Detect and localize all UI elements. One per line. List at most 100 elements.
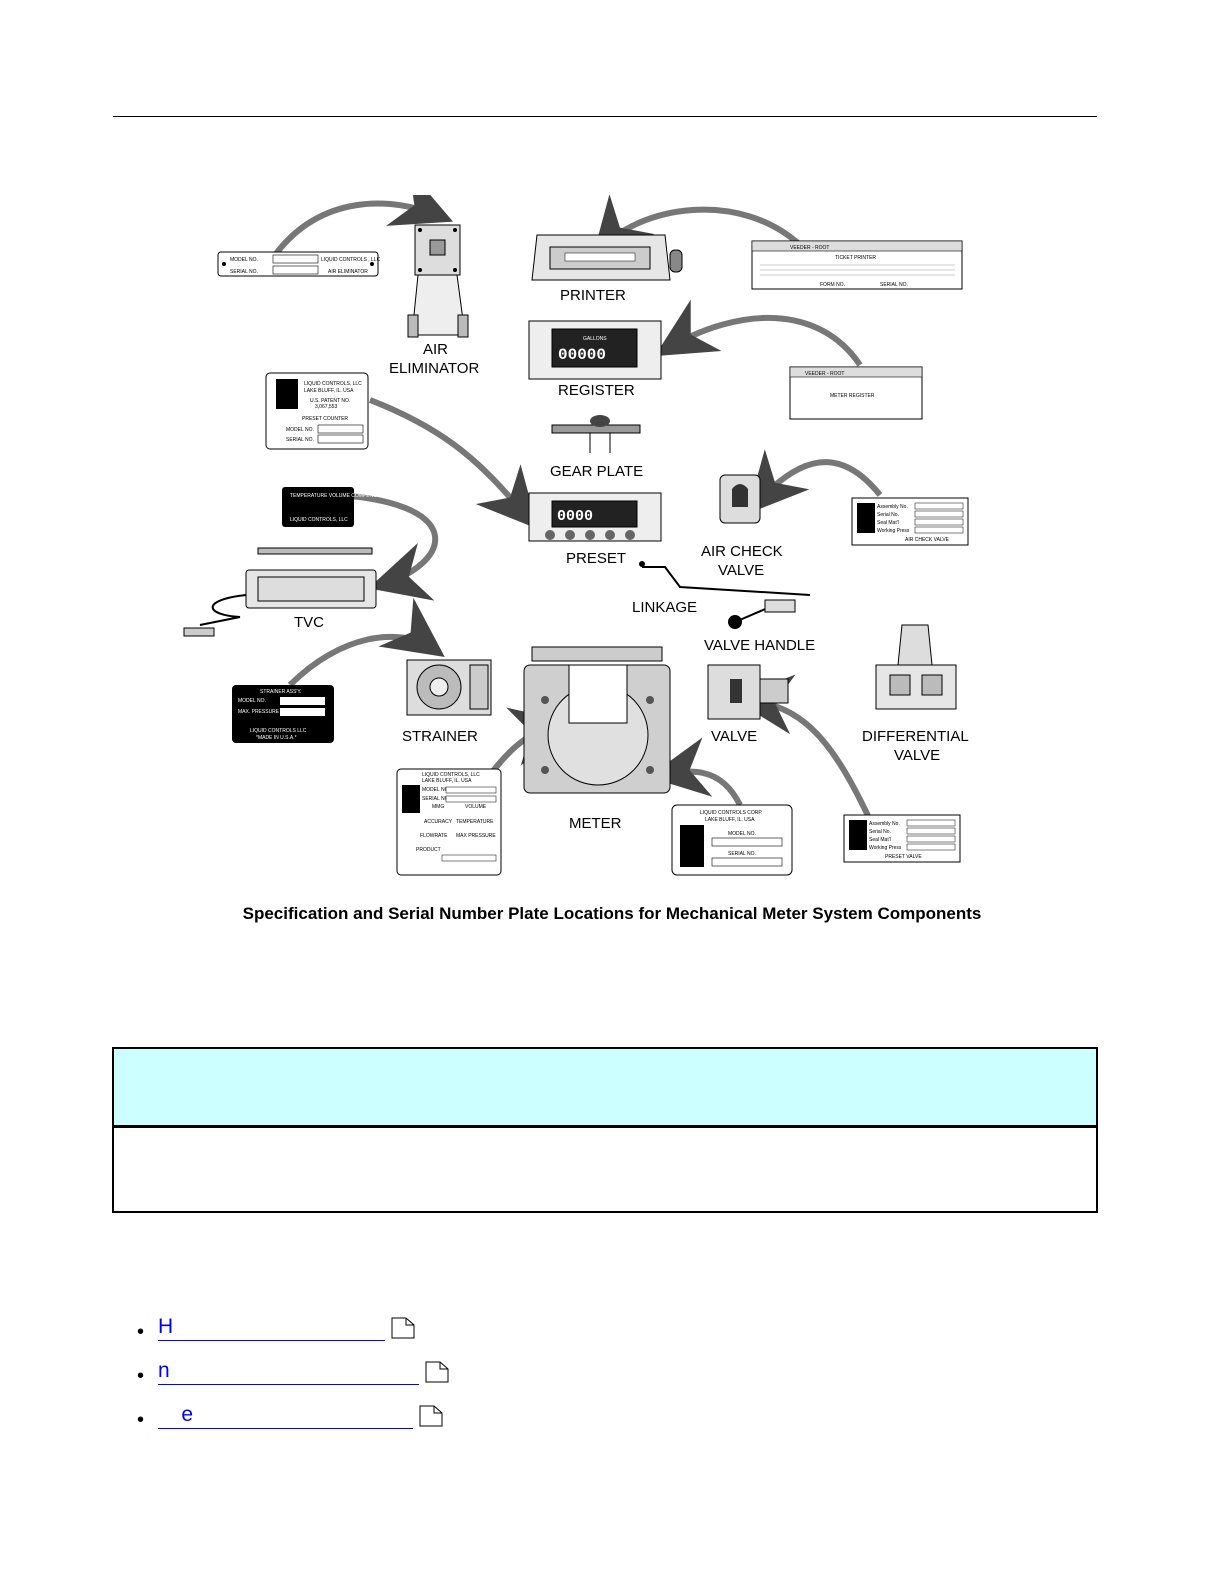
label-differential-valve-1: DIFFERENTIAL	[862, 728, 969, 745]
label-preset: PRESET	[566, 550, 626, 567]
air-eliminator-plate: MODEL NO. SERIAL NO. LIQUID CONTROLS , L…	[218, 252, 381, 276]
svg-text:LAKE BLUFF, IL. USA: LAKE BLUFF, IL. USA	[422, 778, 472, 784]
svg-text:0000: 0000	[557, 508, 593, 525]
label-tvc: TVC	[294, 614, 324, 631]
register-part: GALLONS 00000	[529, 321, 661, 379]
svg-text:Working Press: Working Press	[869, 845, 902, 851]
bullet: •	[137, 1321, 144, 1344]
svg-text:LAKE BLUFF, IL. USA: LAKE BLUFF, IL. USA	[304, 388, 354, 394]
preset-valve-plate: Assembly No. Serial No. Seal Mat'l Worki…	[844, 815, 960, 862]
svg-text:MODEL NO.: MODEL NO.	[238, 698, 266, 704]
link-1[interactable]: H	[158, 1315, 385, 1341]
svg-text:Assembly No.: Assembly No.	[877, 504, 908, 510]
svg-text:SERIAL NO.: SERIAL NO.	[286, 437, 314, 443]
air-check-valve-plate: Assembly No. Serial No. Seal Mat'l Worki…	[852, 498, 968, 545]
svg-text:STRAINER ASS'Y.: STRAINER ASS'Y.	[260, 689, 301, 695]
svg-text:GALLONS: GALLONS	[583, 336, 607, 342]
strainer-part	[407, 660, 491, 715]
svg-text:MODEL NO.: MODEL NO.	[728, 831, 756, 837]
preset-part: 0000	[529, 493, 661, 541]
svg-text:AIR ELIMINATOR: AIR ELIMINATOR	[328, 269, 368, 275]
note-box	[112, 1047, 1098, 1213]
svg-text:SERIAL NO.: SERIAL NO.	[880, 282, 908, 288]
document-icon[interactable]	[425, 1361, 449, 1383]
arrow-register	[665, 318, 860, 365]
svg-text:PRODUCT: PRODUCT	[416, 847, 441, 853]
figure-caption: Specification and Serial Number Plate Lo…	[0, 904, 1224, 924]
svg-text:MODEL NO.: MODEL NO.	[286, 427, 314, 433]
label-air-check-valve-1: AIR CHECK	[701, 543, 783, 560]
label-air-check-valve-2: VALVE	[718, 562, 764, 579]
svg-text:Assembly No.: Assembly No.	[869, 821, 900, 827]
meter-part	[524, 647, 670, 793]
note-header	[114, 1049, 1096, 1128]
header-rule	[113, 116, 1097, 117]
svg-text:SERIAL NO.: SERIAL NO.	[728, 851, 756, 857]
svg-text:TEMPERATURE VOLUME COMPENSATOR: TEMPERATURE VOLUME COMPENSATOR	[290, 493, 390, 499]
svg-text:SERIAL NO.: SERIAL NO.	[422, 796, 450, 802]
label-meter: METER	[569, 815, 622, 832]
printer-part	[532, 235, 682, 280]
svg-text:Working Press: Working Press	[877, 528, 910, 534]
label-air-eliminator-1: AIR	[423, 341, 448, 358]
meter-plate: LIQUID CONTROLS, LLC LAKE BLUFF, IL. USA…	[397, 769, 501, 875]
svg-text:PRESET VALVE: PRESET VALVE	[885, 854, 922, 860]
svg-text:FLOWRATE: FLOWRATE	[420, 833, 448, 839]
link-2[interactable]: n	[158, 1359, 419, 1385]
register-plate: VEEDER - ROOT METER REGISTER	[790, 367, 922, 419]
svg-text:ACCURACY: ACCURACY	[424, 819, 453, 825]
svg-text:Serial No.: Serial No.	[869, 829, 891, 835]
svg-text:LIQUID CONTROLS, LLC: LIQUID CONTROLS, LLC	[304, 381, 362, 387]
tvc-plate: TEMPERATURE VOLUME COMPENSATOR LIQUID CO…	[282, 487, 390, 527]
document-icon[interactable]	[419, 1405, 443, 1427]
svg-text:MAX. PRESSURE: MAX. PRESSURE	[238, 709, 280, 715]
svg-text:LIQUID CONTROLS CORP.: LIQUID CONTROLS CORP.	[700, 810, 762, 816]
arrow-meter-corp	[660, 772, 740, 805]
label-differential-valve-2: VALVE	[894, 747, 940, 764]
svg-text:TICKET PRINTER: TICKET PRINTER	[835, 255, 876, 261]
gear-plate-part	[552, 415, 640, 453]
svg-text:LIQUID CONTROLS LLC: LIQUID CONTROLS LLC	[250, 728, 307, 734]
label-printer: PRINTER	[560, 287, 626, 304]
valve-part	[708, 665, 788, 719]
svg-text:FORM NO.: FORM NO.	[820, 282, 845, 288]
printer-plate: VEEDER - ROOT TICKET PRINTER FORM NO. SE…	[752, 241, 962, 289]
svg-text:MODEL NO.: MODEL NO.	[230, 257, 258, 263]
bullet: •	[137, 1365, 144, 1388]
tvc-part	[184, 548, 376, 636]
label-register: REGISTER	[558, 382, 635, 399]
meter-components-diagram: MODEL NO. SERIAL NO. LIQUID CONTROLS , L…	[180, 195, 1020, 885]
svg-text:VEEDER - ROOT: VEEDER - ROOT	[805, 371, 844, 377]
label-strainer: STRAINER	[402, 728, 478, 745]
svg-text:00000: 00000	[558, 346, 606, 364]
svg-text:MMG: MMG	[432, 804, 444, 810]
svg-text:LIQUID CONTROLS , LLC: LIQUID CONTROLS , LLC	[321, 257, 381, 263]
label-linkage: LINKAGE	[632, 599, 697, 616]
svg-text:AIR CHECK VALVE: AIR CHECK VALVE	[905, 537, 950, 543]
differential-valve-part	[876, 625, 956, 709]
svg-text:LIQUID CONTROLS, LLC: LIQUID CONTROLS, LLC	[290, 517, 348, 523]
svg-text:SERIAL NO.: SERIAL NO.	[230, 269, 258, 275]
document-icon[interactable]	[391, 1317, 415, 1339]
corp-plate: LIQUID CONTROLS CORP. LAKE BLUFF, IL. US…	[672, 805, 792, 875]
air-eliminator-part	[408, 225, 468, 337]
label-valve-handle: VALVE HANDLE	[704, 637, 815, 654]
link-3[interactable]: e	[158, 1403, 413, 1429]
svg-text:Serial No.: Serial No.	[877, 512, 899, 518]
air-check-valve-part	[720, 475, 760, 523]
svg-text:VEEDER - ROOT: VEEDER - ROOT	[790, 245, 829, 251]
svg-text:Seal Mat'l: Seal Mat'l	[877, 520, 899, 526]
svg-text:*MADE IN U.S.A.*: *MADE IN U.S.A.*	[256, 735, 297, 741]
bullet: •	[137, 1409, 144, 1432]
svg-text:VOLUME: VOLUME	[465, 804, 487, 810]
svg-text:Seal Mat'l: Seal Mat'l	[869, 837, 891, 843]
label-air-eliminator-2: ELIMINATOR	[389, 360, 479, 377]
svg-text:MAX PRESSURE: MAX PRESSURE	[456, 833, 496, 839]
svg-text:LAKE BLUFF, IL. USA: LAKE BLUFF, IL. USA	[705, 817, 755, 823]
svg-text:TEMPERATURE: TEMPERATURE	[456, 819, 494, 825]
svg-text:MODEL NO.: MODEL NO.	[422, 787, 450, 793]
svg-text:3,067,553: 3,067,553	[315, 404, 337, 410]
valve-handle-part	[728, 600, 795, 629]
preset-counter-plate: LIQUID CONTROLS, LLC LAKE BLUFF, IL. USA…	[266, 373, 368, 449]
strainer-plate: STRAINER ASS'Y. MODEL NO. MAX. PRESSURE …	[232, 685, 334, 743]
